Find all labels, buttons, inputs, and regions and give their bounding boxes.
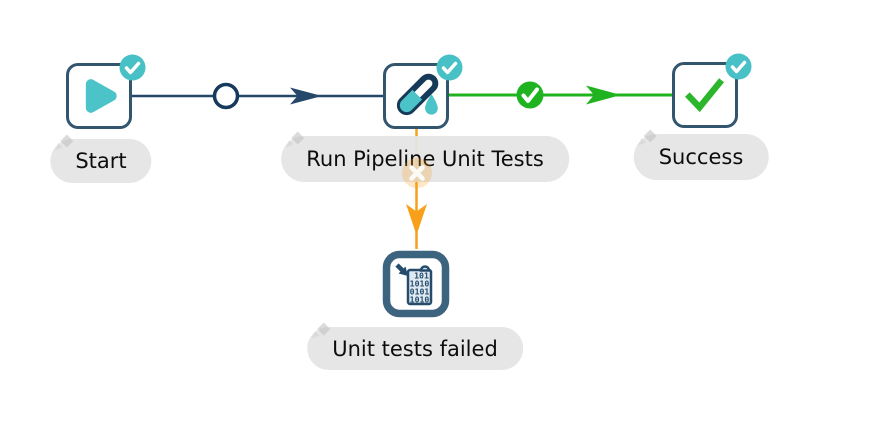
edit-pencil-icon — [638, 129, 657, 146]
abort-binary-file-icon: 101 1010 0101 1010 — [382, 250, 450, 318]
binary-digits-row: 1010 — [410, 279, 430, 289]
green-checkmark-icon — [685, 78, 725, 113]
binary-digits-row: 0101 — [410, 287, 430, 297]
binary-digits-row: 1010 — [410, 295, 430, 305]
edit-pencil-icon — [311, 322, 331, 339]
success-hop-checkmark — [521, 87, 539, 103]
edge-arrowhead-icon — [586, 85, 621, 105]
check-badge-icon — [725, 53, 752, 80]
action-node-run-pipeline-unit-tests[interactable] — [383, 54, 463, 129]
edit-pencil-icon — [285, 131, 305, 148]
edge-run-tests-to-success[interactable] — [449, 81, 672, 109]
check-badge-icon — [436, 54, 463, 81]
unconditional-hop-circle-icon[interactable] — [212, 82, 240, 110]
binary-digits-row: 101 — [414, 271, 429, 281]
edit-pencil-icon — [54, 134, 74, 151]
node-label-success[interactable]: Success — [633, 129, 769, 180]
action-node-unit-tests-failed[interactable]: 101 1010 0101 1010 — [382, 250, 450, 318]
play-icon — [85, 79, 117, 113]
node-label-text: Run Pipeline Unit Tests — [306, 147, 544, 171]
edge-arrowhead-icon — [290, 87, 322, 105]
node-label-text: Start — [75, 149, 127, 173]
failure-hop-x-icon[interactable] — [400, 156, 434, 190]
edge-start-to-run-tests[interactable] — [132, 82, 383, 110]
node-label-unit-tests-failed[interactable]: Unit tests failed — [307, 322, 523, 370]
node-label-text: Unit tests failed — [332, 336, 498, 361]
check-badge-icon — [119, 54, 146, 81]
action-node-success[interactable] — [672, 53, 752, 128]
edge-arrowhead-icon — [406, 204, 427, 235]
test-tube-icon — [396, 73, 439, 116]
node-label-text: Success — [658, 145, 744, 169]
success-hop-check-icon[interactable] — [516, 81, 544, 109]
node-label-run-pipeline-unit-tests[interactable]: Run Pipeline Unit Tests — [281, 131, 569, 182]
node-label-start[interactable]: Start — [50, 134, 152, 183]
action-node-start[interactable] — [66, 54, 146, 129]
